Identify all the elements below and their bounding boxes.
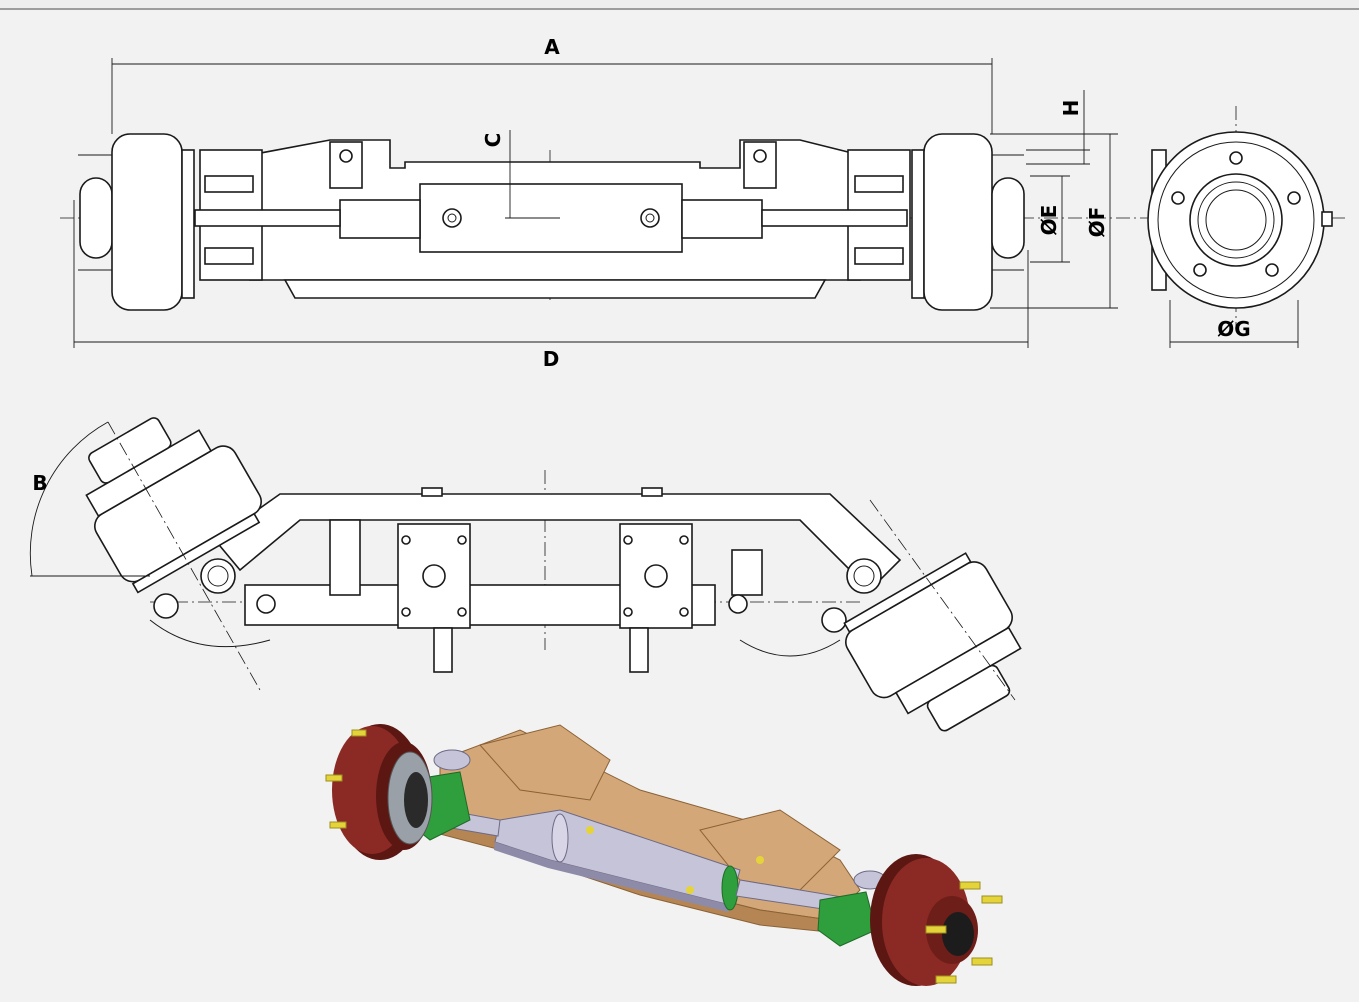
dimension-h-label: H (1059, 100, 1083, 117)
dimension-g-label: ØG (1217, 317, 1250, 341)
steered-top-view: B (29, 417, 1022, 732)
dimension-e-label: ØE (1037, 205, 1061, 236)
dimension-f-label: ØF (1085, 207, 1109, 238)
dimension-c: C (481, 130, 560, 219)
right-knuckle (817, 891, 877, 947)
left-wheel-3d (325, 724, 433, 860)
top-border (0, 0, 1359, 10)
right-wheel-3d (870, 854, 1003, 986)
axle-3d-render (325, 724, 1003, 986)
hub-side-view: ØG (1147, 106, 1333, 348)
dimension-b: B (29, 421, 1016, 701)
left-wheel-front (78, 133, 195, 311)
dimension-b-label: B (32, 471, 47, 495)
dimension-a: A (111, 35, 993, 134)
dimension-a-label: A (544, 35, 560, 59)
dimension-c-label: C (481, 133, 505, 148)
dimension-d-label: D (543, 347, 560, 371)
dimension-g: ØG (1169, 300, 1299, 348)
dimension-e-f-h: ØE ØF H (990, 90, 1118, 309)
dimension-d: D (73, 200, 1029, 371)
left-wheel-steered (85, 417, 262, 594)
front-view: A D C (60, 35, 1345, 371)
right-wheel-front (911, 133, 1025, 311)
right-wheel-steered (843, 552, 1022, 732)
